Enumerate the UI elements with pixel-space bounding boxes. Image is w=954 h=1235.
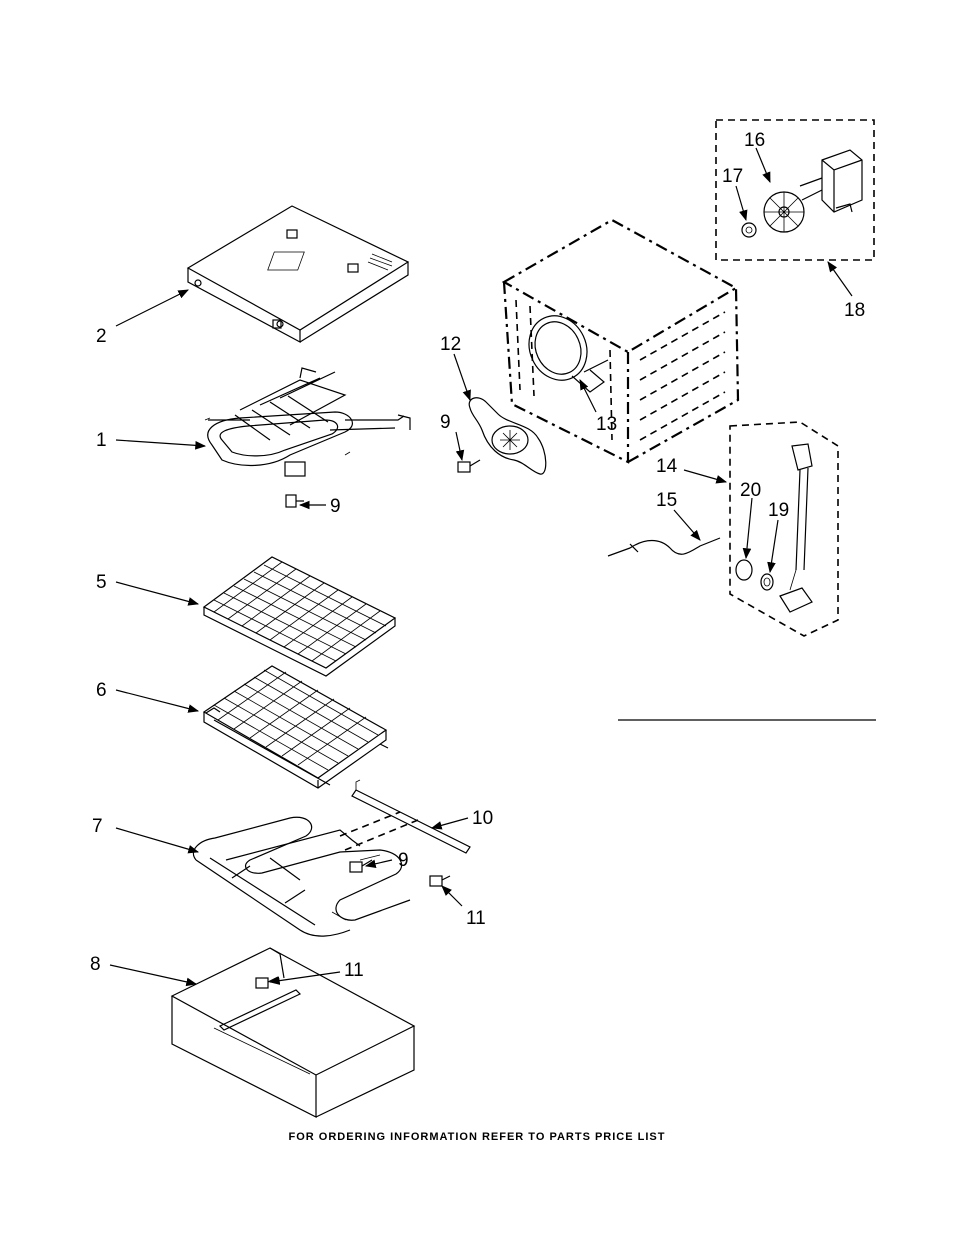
callout-16: 16	[744, 130, 765, 151]
callout-17: 17	[722, 166, 743, 187]
part-9-screw-c	[349, 859, 373, 873]
part-17-nut	[741, 222, 757, 238]
callout-15: 15	[656, 490, 677, 511]
callout-1: 1	[96, 430, 107, 451]
callout-10: 10	[472, 808, 493, 829]
leader-lines	[109, 147, 853, 987]
callout-2: 2	[96, 326, 107, 347]
callout-5: 5	[96, 572, 107, 593]
part-20-knob	[735, 559, 753, 581]
callout-9-a: 9	[330, 496, 341, 517]
callout-20: 20	[740, 480, 761, 501]
part-10-bracket	[339, 779, 471, 854]
oven-cavity	[501, 218, 740, 464]
callout-9-b: 9	[440, 412, 451, 433]
part-18-fan-motor-assembly	[715, 119, 875, 261]
part-16-fan-blade	[763, 191, 805, 233]
switch-harness	[779, 443, 813, 613]
callout-11-a: 11	[466, 908, 486, 929]
callout-7: 7	[92, 816, 103, 837]
callout-14: 14	[656, 456, 678, 477]
callout-13: 13	[596, 414, 617, 435]
part-1-broil-element	[204, 367, 411, 477]
part-12-fan-baffle	[468, 397, 547, 475]
part-11-screw-a	[429, 875, 451, 887]
callout-12: 12	[440, 334, 461, 355]
callout-18: 18	[844, 300, 865, 321]
callout-9-c: 9	[398, 850, 409, 871]
part-6-rollout-rack	[202, 665, 389, 789]
callout-8: 8	[90, 954, 101, 975]
callout-19: 19	[768, 500, 789, 521]
part-7-bake-element	[192, 816, 411, 937]
footer-note: FOR ORDERING INFORMATION REFER TO PARTS …	[288, 1131, 666, 1143]
part-5-oven-rack	[202, 556, 397, 677]
callout-11-b: 11	[344, 960, 364, 981]
part-13-convection-element	[528, 315, 609, 393]
callout-6: 6	[96, 680, 107, 701]
part-2-cover-panel	[186, 205, 410, 344]
fan-motor	[799, 149, 863, 213]
part-19-gasket	[760, 573, 774, 591]
part-8-bottom-tray	[170, 947, 416, 1118]
part-9-screw-b	[457, 459, 481, 473]
part-14-assembly-box	[729, 421, 839, 637]
part-15-temperature-probe	[607, 537, 721, 557]
